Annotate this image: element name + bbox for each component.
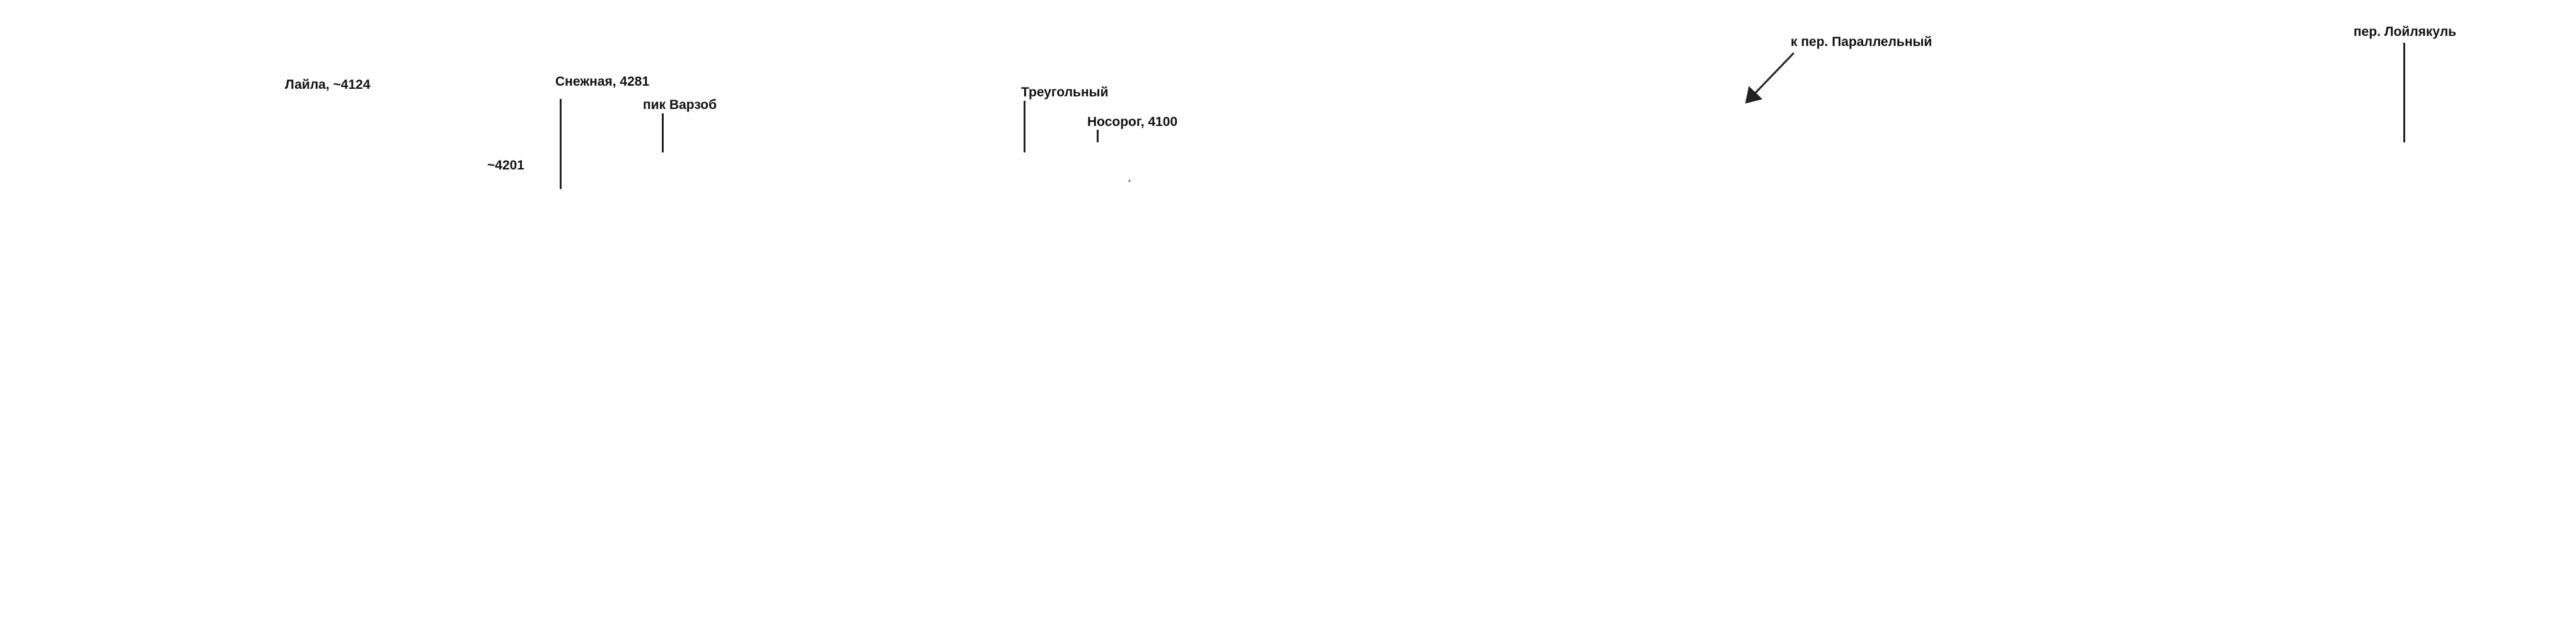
leader-line-varzob	[662, 113, 664, 152]
leader-line-snezhnaya	[560, 99, 562, 189]
peak-label-layla: Лайла, ~4124	[285, 77, 371, 92]
map-dot	[1128, 180, 1131, 182]
peak-label-nosorog: Носорог, 4100	[1087, 115, 1178, 129]
peak-label-snezhnaya: Снежная, 4281	[555, 74, 650, 89]
direction-label-parallelny: к пер. Параллельный	[1791, 35, 1932, 49]
leader-line-nosorog	[1097, 130, 1099, 142]
pass-label-loilyakul: пер. Лойлякуль	[2354, 25, 2457, 39]
leader-line-loilyakul	[2403, 43, 2405, 142]
arrow-to-parallelny	[1745, 52, 1795, 104]
peak-label-4201: ~4201	[487, 158, 524, 173]
peak-label-varzob: пик Варзоб	[643, 98, 717, 112]
leader-line-treugolny	[1024, 101, 1025, 152]
peak-label-treugolny: Треугольный	[1021, 85, 1109, 100]
